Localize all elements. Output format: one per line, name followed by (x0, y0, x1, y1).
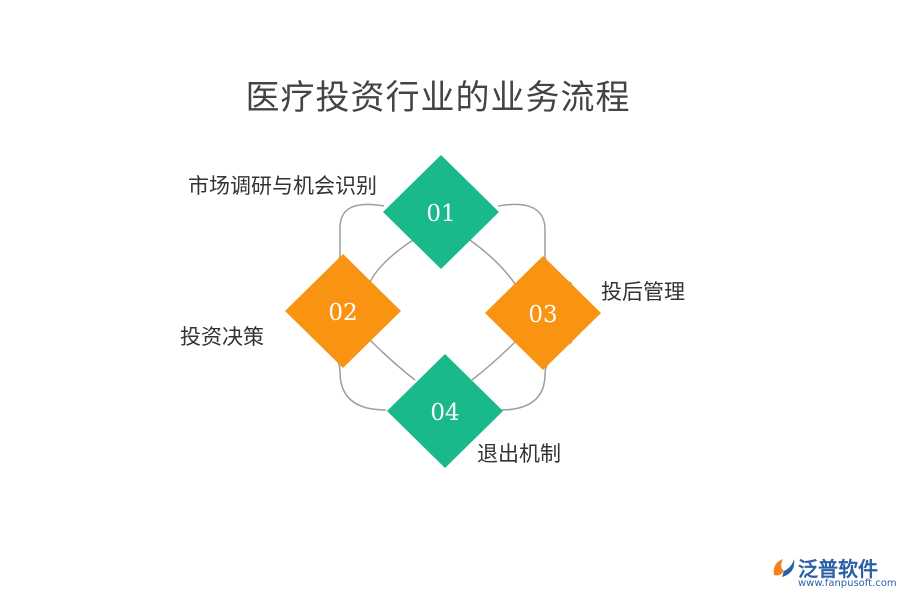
step-01-label: 市场调研与机会识别 (188, 174, 377, 198)
fanpu-logo: 泛普软件 www.fanpusoft.com (770, 553, 897, 598)
step-04-label: 退出机制 (477, 442, 561, 466)
step-04-diamond (387, 354, 503, 468)
step-01: 01 (383, 155, 499, 269)
connector-02-04-inner (369, 339, 416, 381)
step-04: 04 (387, 354, 503, 468)
logo-text: 泛普软件 (798, 557, 878, 581)
step-02-diamond (285, 254, 401, 368)
fanpu-logo-icon (773, 559, 795, 577)
step-01-diamond (383, 155, 499, 269)
step-02-number: 02 (328, 300, 357, 326)
step-02: 02 (285, 254, 401, 368)
connector-01-03-inner (469, 239, 516, 285)
step-04-number: 04 (430, 400, 459, 426)
connector-03-04-inner (471, 341, 516, 381)
step-03-label: 投后管理 (601, 280, 685, 304)
step-01-number: 01 (426, 201, 455, 227)
step-03-number: 03 (528, 302, 557, 328)
step-02-label: 投资决策 (180, 325, 264, 349)
step-03: 03 (485, 256, 601, 370)
logo-url: www.fanpusoft.com (798, 578, 897, 589)
diagram-title: 医疗投资行业的业务流程 (245, 78, 631, 118)
step-03-diamond (485, 256, 601, 370)
connector-01-02-inner (369, 239, 414, 283)
